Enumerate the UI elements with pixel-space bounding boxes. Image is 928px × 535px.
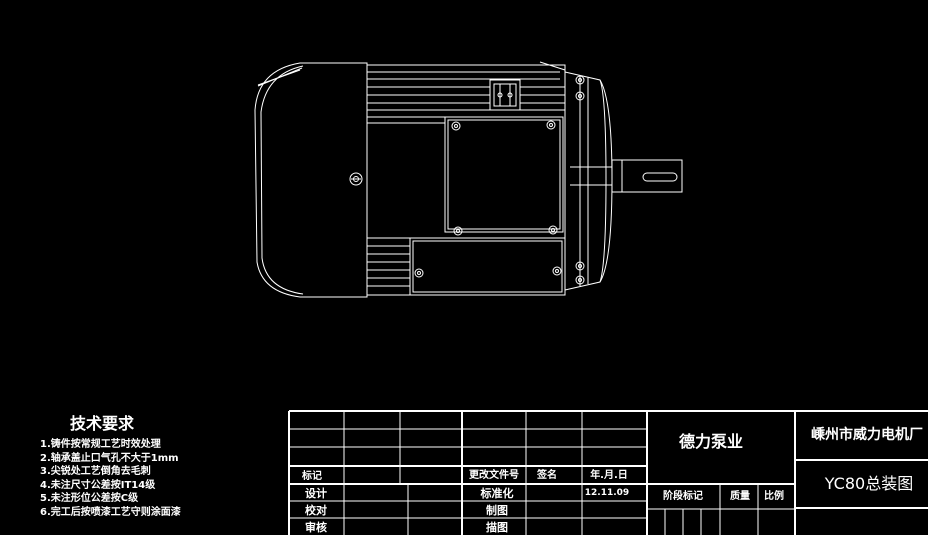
note-item: 1.铸件按常规工艺时效处理 xyxy=(40,439,161,450)
motor-housing xyxy=(366,64,566,296)
technical-requirements-title: 技术要求 xyxy=(70,414,135,433)
label-change-doc: 更改文件号 xyxy=(469,468,519,481)
note-item: 4.未注尺寸公差按IT14级 xyxy=(40,479,156,491)
label-mark: 标记 xyxy=(301,469,322,482)
label-weight: 质量 xyxy=(730,489,750,502)
label-review: 审核 xyxy=(305,520,327,534)
terminal-box-upper xyxy=(444,116,564,233)
end-cap-screw xyxy=(349,172,363,186)
cable-gland xyxy=(489,79,521,111)
label-sign: 签名 xyxy=(536,468,557,481)
title-block: 德力泵业 嵊州市威力电机厂 YC80总装图 标记 更改文件号 签名 年.月.日 … xyxy=(288,410,928,535)
label-trace: 描图 xyxy=(486,520,508,534)
technical-requirements: 技术要求 1.铸件按常规工艺时效处理 2.轴承盖止口气孔不大于1mm 3.尖锐处… xyxy=(40,410,280,519)
terminal-box-lower xyxy=(409,237,566,296)
note-item: 6.完工后按喷漆工艺守则涂面漆 xyxy=(40,506,181,518)
motor-assembly xyxy=(254,61,683,298)
label-drawn: 制图 xyxy=(486,503,508,517)
output-shaft xyxy=(570,159,683,193)
date-value: 12.11.09 xyxy=(585,488,629,498)
cooling-fins-bottom xyxy=(367,237,410,287)
note-item: 3.尖锐处工艺倒角去毛刺 xyxy=(40,466,151,477)
terminal-box-screws xyxy=(414,120,562,278)
company-client: 德力泵业 xyxy=(679,432,743,451)
label-scale: 比例 xyxy=(764,489,784,502)
cooling-fins-top xyxy=(367,61,566,124)
note-item: 2.轴承盖止口气孔不大于1mm xyxy=(40,452,179,464)
company-maker: 嵊州市威力电机厂 xyxy=(811,426,923,443)
label-standardize: 标准化 xyxy=(480,486,514,500)
label-design: 设计 xyxy=(305,486,327,500)
drawing-title: YC80总装图 xyxy=(824,474,913,493)
flange-bolts xyxy=(575,75,585,285)
note-item: 5.未注形位公差按C级 xyxy=(40,493,139,504)
label-check: 校对 xyxy=(305,503,327,517)
label-stage: 阶段标记 xyxy=(663,489,703,502)
motor-end-cap xyxy=(254,62,368,298)
label-date: 年.月.日 xyxy=(590,468,628,481)
